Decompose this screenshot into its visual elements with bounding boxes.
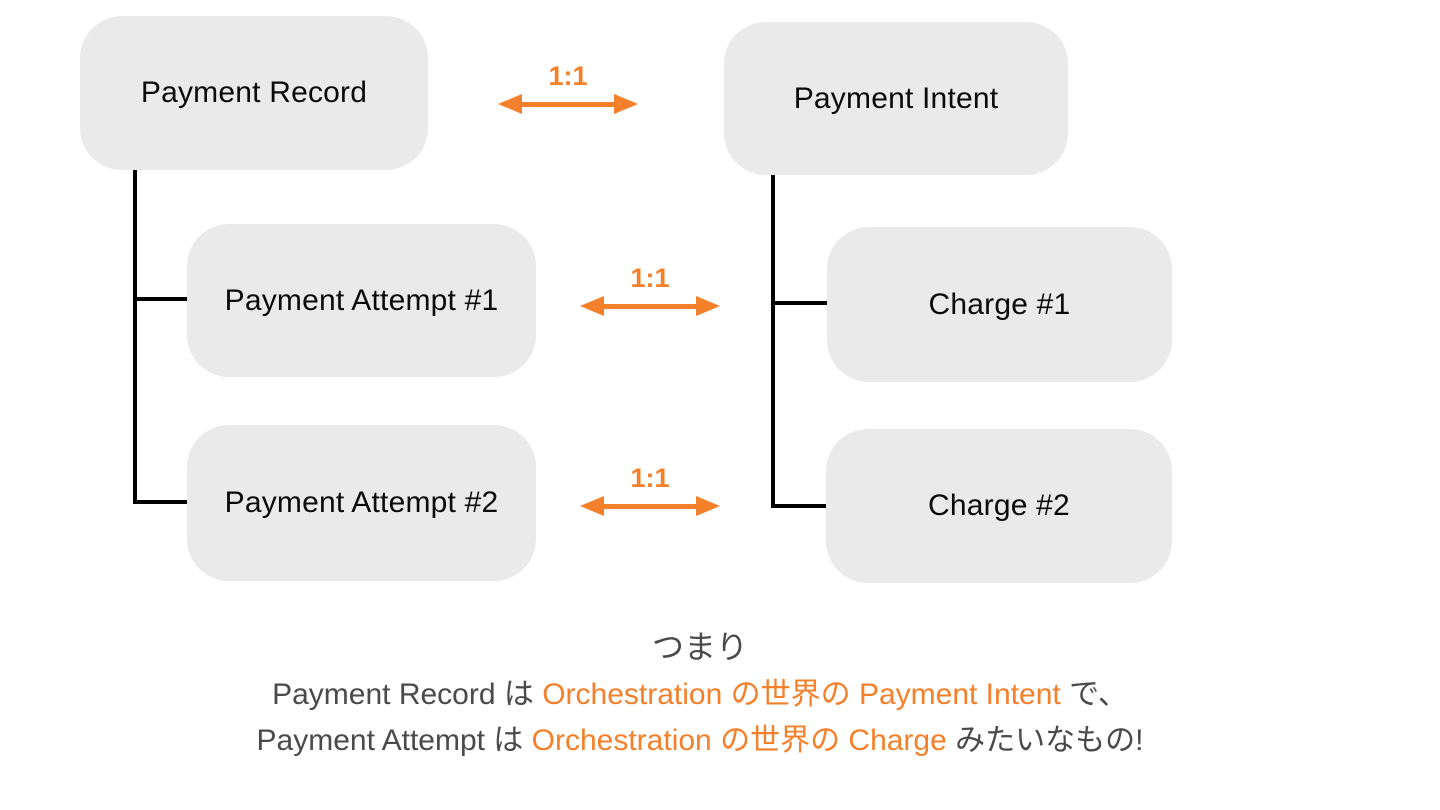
node-payment-attempt-1: Payment Attempt #1 xyxy=(187,224,536,377)
right-tree-branch-2-line xyxy=(771,504,829,508)
caption-line-2-tail: で、 xyxy=(1060,678,1128,711)
node-payment-intent-label: Payment Intent xyxy=(793,81,999,115)
relation-record-intent: 1:1 xyxy=(498,62,638,114)
relation-attempt2-charge2-label: 1:1 xyxy=(630,463,670,493)
node-payment-record-label: Payment Record xyxy=(140,76,368,109)
node-charge-2: Charge #2 xyxy=(826,429,1172,583)
double-arrow-icon xyxy=(580,296,720,316)
arrowhead-right-icon xyxy=(696,296,720,316)
relation-attempt2-charge2: 1:1 xyxy=(580,464,720,516)
left-tree-branch-2-line xyxy=(133,500,191,504)
caption-line-3-highlight: Orchestration の世界の Charge xyxy=(531,724,947,757)
relation-record-intent-label: 1:1 xyxy=(548,61,588,91)
relation-attempt1-charge1: 1:1 xyxy=(580,264,720,316)
caption-line-3-tail: みたいなもの! xyxy=(946,724,1144,757)
node-payment-record: Payment Record xyxy=(80,16,428,170)
arrowhead-left-icon xyxy=(498,94,522,114)
arrow-shaft xyxy=(604,303,696,309)
caption-line-2-lead: Payment Record は xyxy=(272,678,543,711)
node-payment-attempt-2: Payment Attempt #2 xyxy=(187,425,536,581)
double-arrow-icon xyxy=(580,496,720,516)
arrow-shaft xyxy=(604,503,696,509)
right-tree-vertical-line xyxy=(771,174,775,508)
node-payment-attempt-2-label: Payment Attempt #2 xyxy=(224,486,499,519)
double-arrow-icon xyxy=(498,94,638,114)
left-tree-vertical-line xyxy=(133,168,137,504)
left-tree-branch-1-line xyxy=(133,297,191,301)
node-charge-1: Charge #1 xyxy=(827,227,1172,382)
caption-block: つまり Payment Record は Orchestration の世界の … xyxy=(0,624,1420,764)
node-payment-attempt-1-label: Payment Attempt #1 xyxy=(224,283,499,317)
right-tree-branch-1-line xyxy=(771,301,829,305)
arrowhead-right-icon xyxy=(614,94,638,114)
node-payment-intent: Payment Intent xyxy=(724,22,1068,175)
caption-line-2: Payment Record は Orchestration の世界の Paym… xyxy=(0,672,1420,718)
node-charge-1-label: Charge #1 xyxy=(928,287,1071,321)
relation-attempt1-charge1-label: 1:1 xyxy=(630,263,670,293)
caption-line-2-highlight: Orchestration の世界の Payment Intent xyxy=(542,678,1061,711)
arrowhead-right-icon xyxy=(696,496,720,516)
caption-line-3-lead: Payment Attempt は xyxy=(256,724,532,757)
arrowhead-left-icon xyxy=(580,496,604,516)
arrowhead-left-icon xyxy=(580,296,604,316)
caption-line-1: つまり xyxy=(651,629,748,665)
arrow-shaft xyxy=(522,101,614,107)
node-charge-2-label: Charge #2 xyxy=(928,489,1070,522)
caption-line-3: Payment Attempt は Orchestration の世界の Cha… xyxy=(0,718,1420,764)
